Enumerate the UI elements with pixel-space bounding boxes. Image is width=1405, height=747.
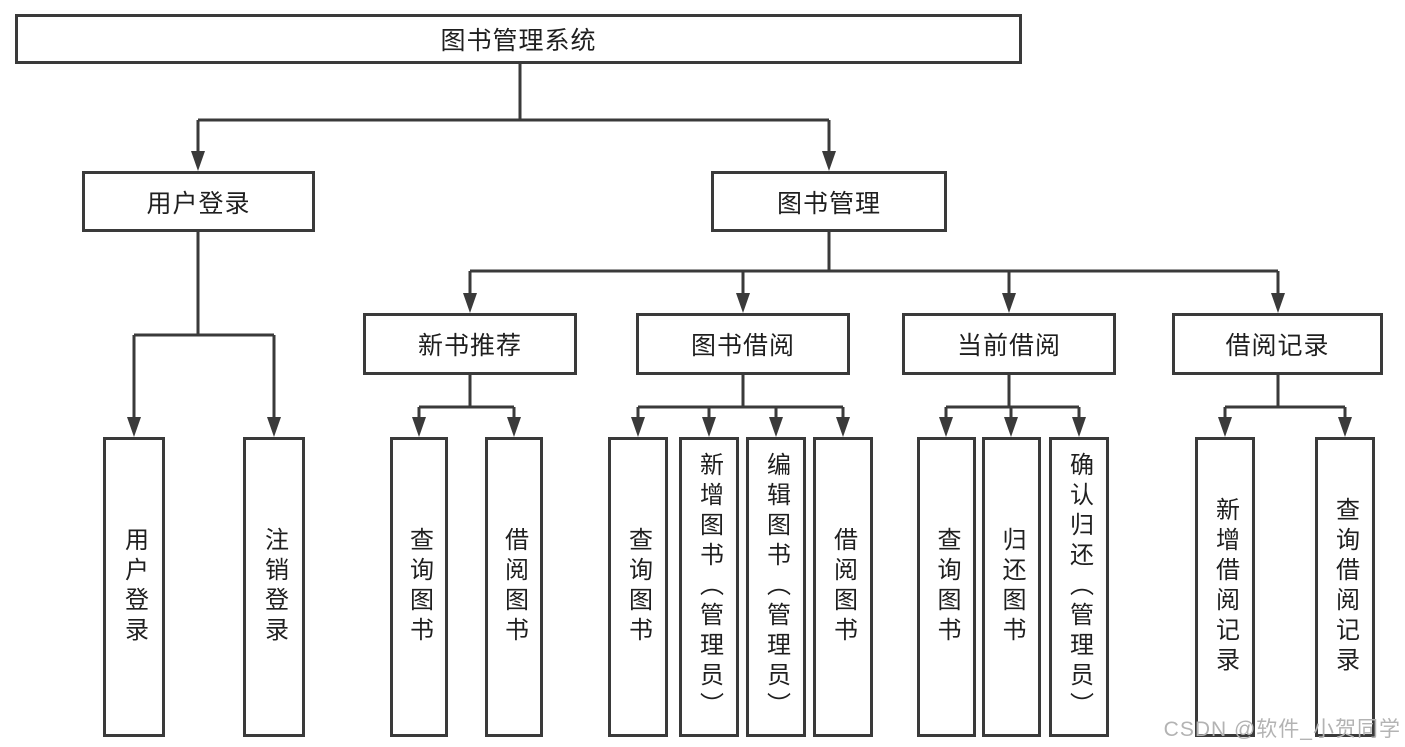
node-new-book-rec: 新书推荐 xyxy=(363,313,577,375)
node-book-borrow: 图书借阅 xyxy=(636,313,850,375)
leaf-cb-confirm-return-admin: 确认归还（管理员） xyxy=(1049,437,1109,737)
connector-borrow-record-children xyxy=(1218,375,1352,437)
leaf-br-add-record: 新增借阅记录 xyxy=(1195,437,1255,737)
connector-user-login-children xyxy=(127,232,281,437)
leaf-logout: 注销登录 xyxy=(243,437,305,737)
leaf-cb-confirm-return-admin-label: 确认归还（管理员） xyxy=(1065,452,1093,722)
leaf-bb-edit-books-admin: 编辑图书（管理员） xyxy=(746,437,806,737)
connector-root-to-level2 xyxy=(191,64,836,171)
leaf-logout-label: 注销登录 xyxy=(260,527,288,647)
leaf-br-query-record-label: 查询借阅记录 xyxy=(1331,497,1359,677)
node-book-mgmt: 图书管理 xyxy=(711,171,947,232)
leaf-nbr-query-books: 查询图书 xyxy=(390,437,448,737)
leaf-user-login: 用户登录 xyxy=(103,437,165,737)
leaf-bb-borrow-books: 借阅图书 xyxy=(813,437,873,737)
leaf-cb-query-books-label: 查询图书 xyxy=(933,527,960,647)
node-root-system: 图书管理系统 xyxy=(15,14,1022,64)
connector-book-mgmt-to-level3 xyxy=(463,232,1285,313)
connector-current-borrow-children xyxy=(939,375,1086,437)
node-borrow-record: 借阅记录 xyxy=(1172,313,1383,375)
leaf-bb-add-books-admin-label: 新增图书（管理员） xyxy=(695,452,723,722)
leaf-nbr-query-books-label: 查询图书 xyxy=(405,527,433,647)
connector-book-borrow-children xyxy=(631,375,850,437)
leaf-bb-edit-books-admin-label: 编辑图书（管理员） xyxy=(762,452,790,722)
leaf-cb-return-books: 归还图书 xyxy=(982,437,1041,737)
leaf-br-add-record-label: 新增借阅记录 xyxy=(1211,497,1239,677)
leaf-user-login-label: 用户登录 xyxy=(120,527,148,647)
leaf-nbr-borrow-books-label: 借阅图书 xyxy=(500,527,528,647)
leaf-bb-query-books-label: 查询图书 xyxy=(624,527,652,647)
node-user-login: 用户登录 xyxy=(82,171,315,232)
csdn-watermark: CSDN @软件_小贺同学 xyxy=(1163,718,1401,741)
leaf-cb-query-books: 查询图书 xyxy=(917,437,976,737)
leaf-br-query-record: 查询借阅记录 xyxy=(1315,437,1375,737)
leaf-bb-query-books: 查询图书 xyxy=(608,437,668,737)
leaf-bb-borrow-books-label: 借阅图书 xyxy=(829,527,857,647)
node-current-borrow: 当前借阅 xyxy=(902,313,1116,375)
leaf-bb-add-books-admin: 新增图书（管理员） xyxy=(679,437,739,737)
leaf-cb-return-books-label: 归还图书 xyxy=(998,527,1025,647)
connector-new-book-rec-children xyxy=(412,375,521,437)
leaf-nbr-borrow-books: 借阅图书 xyxy=(485,437,543,737)
